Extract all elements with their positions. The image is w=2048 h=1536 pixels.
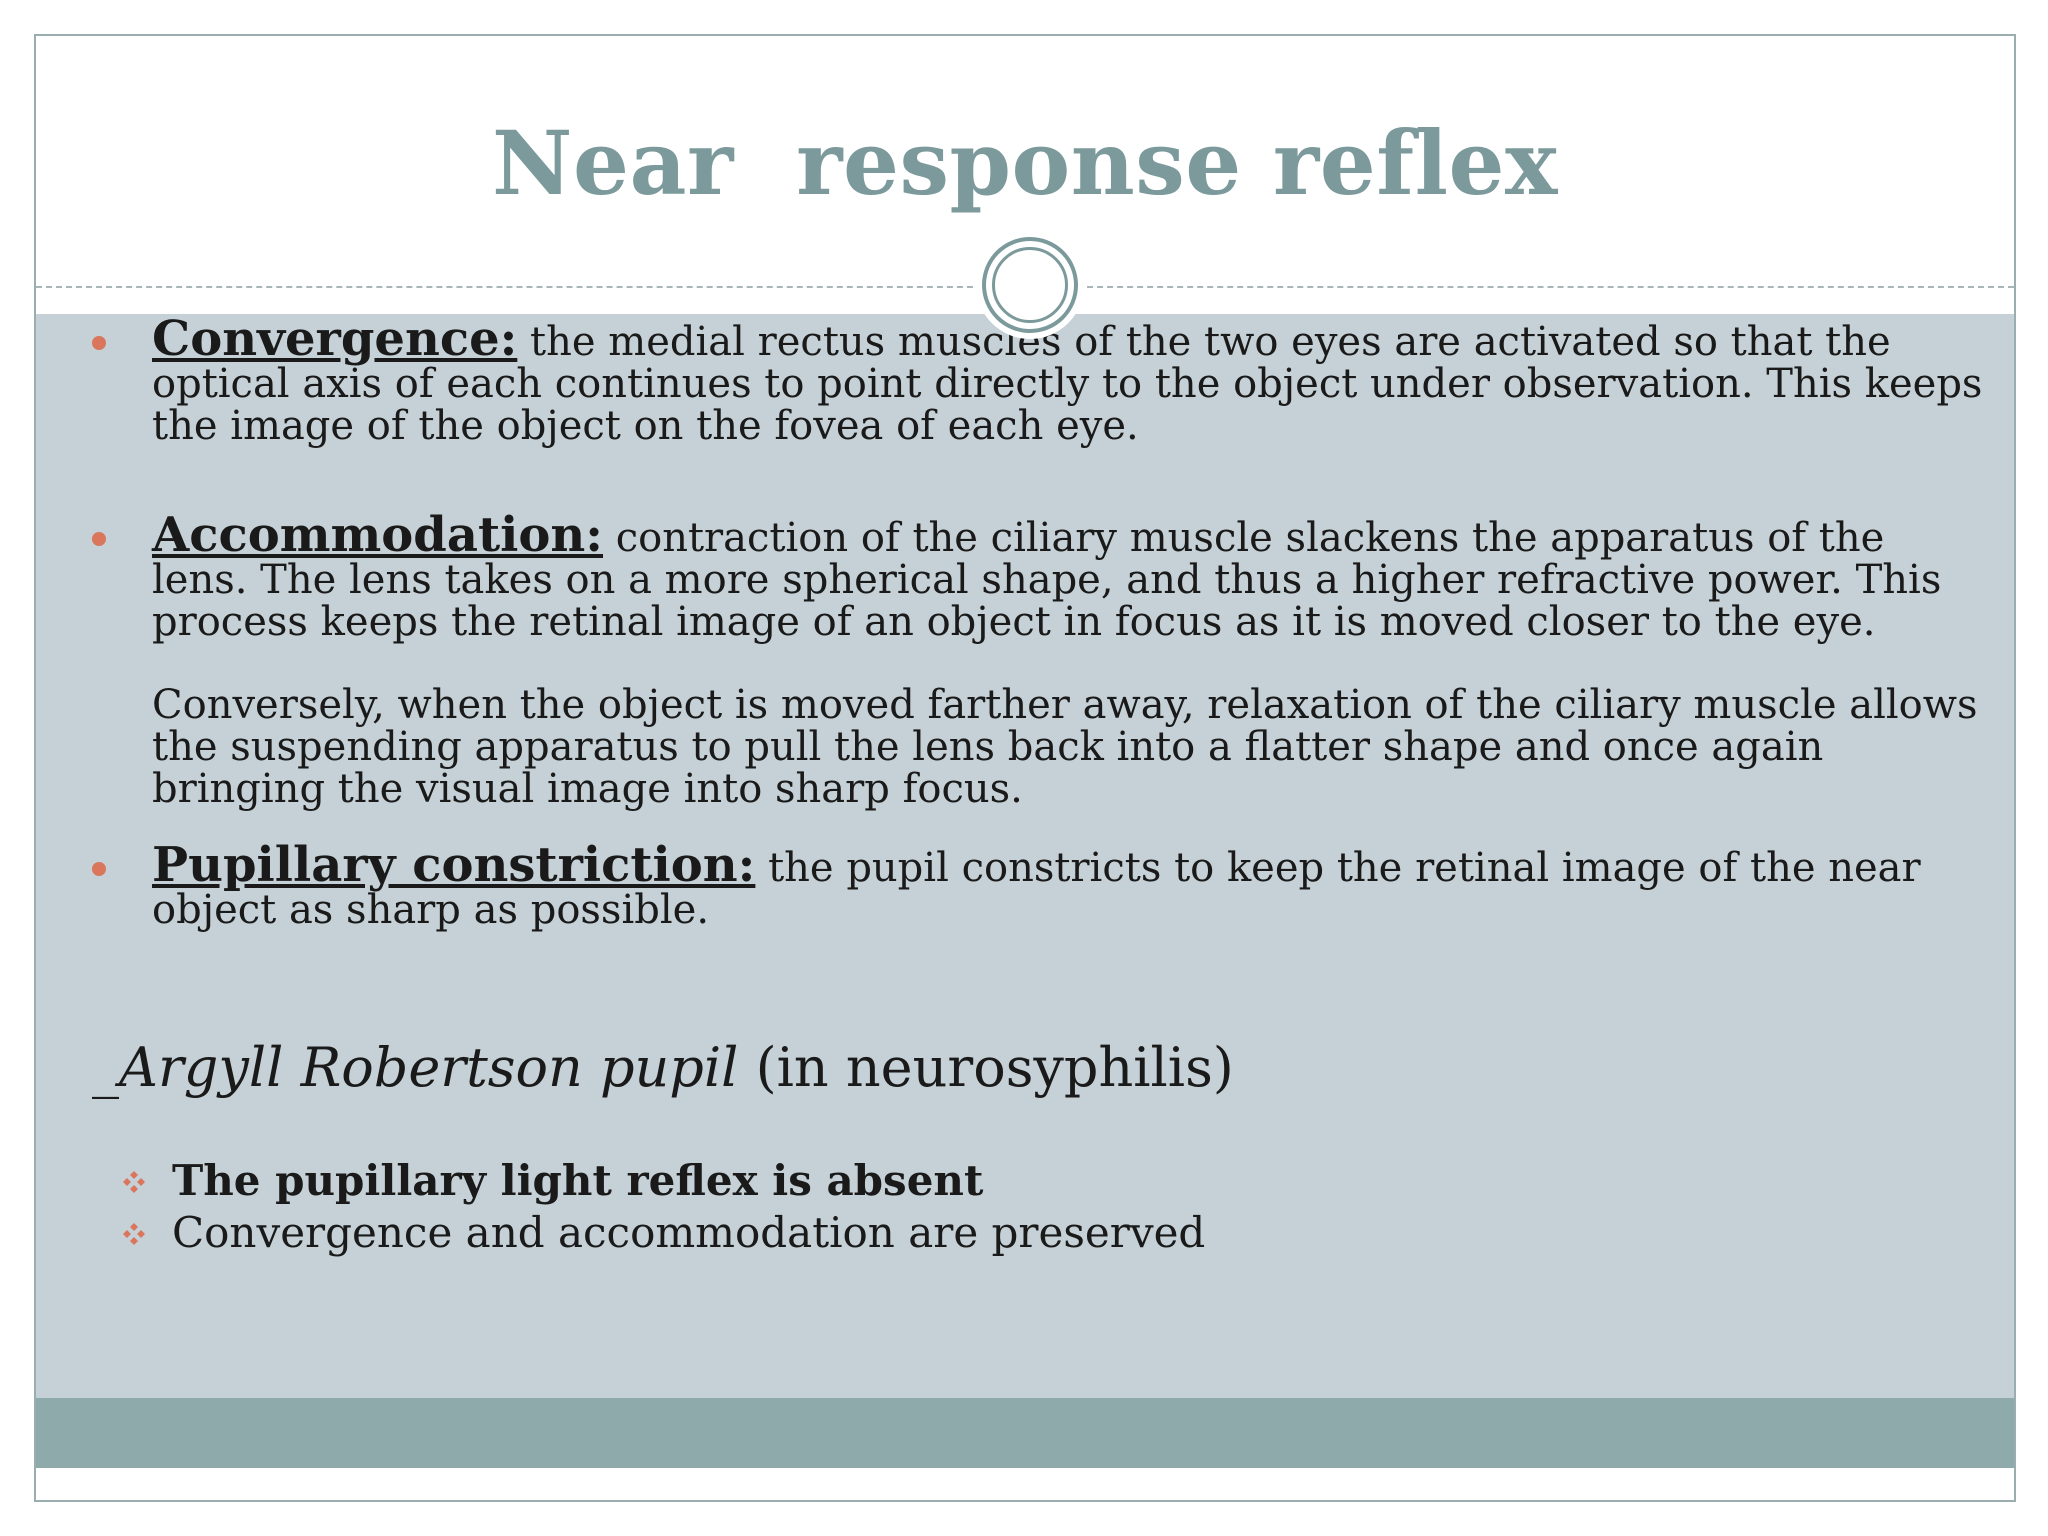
term-accommodation: Accommodation: [152,507,604,563]
argyll-heading: _Argyll Robertson pupil (in neurosyphili… [92,1036,1234,1099]
sub-bullet-light-reflex: The pupillary light reflex is absent [123,1156,984,1205]
sub-bullet-convergence-preserved: Convergence and accommodation are preser… [123,1208,1206,1257]
slide-title: Near response reflex [492,111,1558,215]
bullet-dot-icon [92,532,106,546]
bullet-pupillary-constriction: Pupillary constriction: the pupil constr… [92,841,1992,933]
diamond-bullet-icon [123,1223,145,1245]
footer-band [36,1398,2014,1468]
term-convergence: Convergence: [152,311,518,367]
bullet-text: the medial rectus muscles of the two eye… [152,319,1983,449]
slide: Near response reflex Convergence: the me… [34,34,2016,1502]
sub-bullet-text: The pupillary light reflex is absent [172,1156,984,1205]
bullet-convergence: Convergence: the medial rectus muscles o… [92,315,1992,449]
bullet-dot-icon [92,336,106,350]
bullet-dot-icon [92,862,106,876]
bullet-text: contraction of the ciliary muscle slacke… [152,515,1942,645]
diamond-bullet-icon [123,1171,145,1193]
circle-ornament-icon [976,231,1084,339]
argyll-rest: (in neurosyphilis) [738,1036,1234,1099]
term-pupillary-constriction: Pupillary constriction: [152,837,756,893]
accommodation-continuation: Conversely, when the object is moved far… [152,682,1978,812]
content-area [36,314,2014,1468]
argyll-italic: Argyll Robertson pupil [119,1036,739,1099]
bullet-accommodation: Accommodation: contraction of the ciliar… [92,511,1992,645]
argyll-prefix: _ [92,1036,119,1099]
sub-bullet-text: Convergence and accommodation are preser… [172,1208,1206,1257]
bullet-text: the pupil constricts to keep the retinal… [152,845,1921,933]
